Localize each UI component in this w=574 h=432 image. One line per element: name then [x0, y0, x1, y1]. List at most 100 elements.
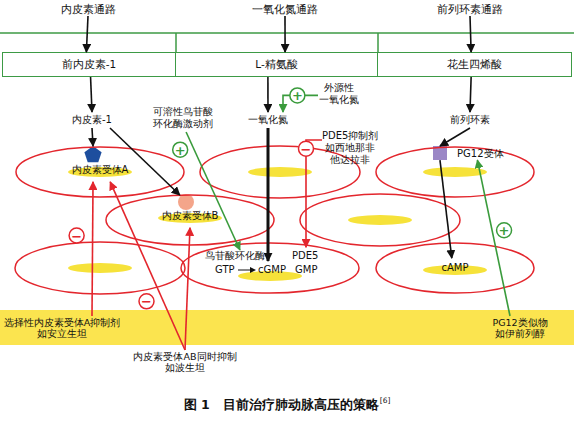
- text-node: 选择性内皮素受体A抑制剂如安立生坦: [2, 316, 122, 340]
- pathway-cell: L-精氨酸: [176, 52, 378, 77]
- green-divider: [377, 33, 379, 52]
- node-text: 内皮素受体B: [105, 210, 275, 222]
- reaction-arrow: [238, 270, 251, 271]
- effect-sign: −: [139, 294, 154, 310]
- pathway-cell: 花生四烯酸: [378, 52, 572, 77]
- node-text: 可溶性鸟苷酸 环化酶激动剂: [152, 106, 214, 130]
- node-text: PG12受体: [457, 148, 504, 160]
- reaction-arrowhead: [250, 267, 256, 273]
- sign-circle: [69, 228, 84, 243]
- edge-group: [86, 16, 510, 350]
- node-text: 内皮素受体A: [15, 164, 185, 176]
- text-node: PG12类似物如伊前列醇: [470, 316, 570, 340]
- cell-membrane: [181, 243, 359, 293]
- yellow-bar: [348, 215, 412, 225]
- receptor-pentagon: [84, 146, 101, 162]
- ellipse-outline: [375, 146, 535, 198]
- effect-sign: +: [173, 142, 188, 158]
- connector-arrow: [267, 77, 269, 112]
- text-node: 外源性 一氧化氮: [318, 80, 360, 108]
- node-text: 如伊前列醇: [470, 328, 570, 339]
- node-text: PG12类似物: [470, 317, 570, 328]
- green-divider: [175, 33, 177, 52]
- receptor-circle: [178, 194, 194, 210]
- node-text: cGMP: [258, 264, 286, 276]
- connector-arrow: [440, 160, 452, 258]
- cell-ellipse: PG12受体: [375, 146, 535, 198]
- node-text: 花生四烯酸: [378, 58, 571, 71]
- text-node: 一氧化氮通路: [245, 2, 325, 16]
- connector-arrow: [110, 128, 180, 195]
- node-text: 选择性内皮素受体A抑制剂: [2, 317, 122, 328]
- effect-sign: +: [497, 223, 512, 239]
- sign-text: −: [141, 294, 152, 309]
- node-text: cAMP: [375, 262, 535, 274]
- node-text: 如波生坦: [125, 362, 245, 373]
- text-node: PDE5抑制剂如西地那非 他达拉非: [322, 128, 378, 168]
- sign-circle: [139, 294, 154, 309]
- yellow-bar: [423, 167, 487, 177]
- sign-circle: [497, 223, 512, 238]
- node-text: 一氧化氮通路: [245, 3, 325, 16]
- connector-arrow: [470, 77, 471, 112]
- cell-ellipse: 内皮素受体A: [15, 146, 185, 198]
- node-text: PDE5: [292, 250, 318, 262]
- connector-arrow: [283, 95, 318, 112]
- connector-arrow: [92, 128, 93, 146]
- connector-arrow: [440, 128, 470, 146]
- text-node: 一氧化氮: [238, 112, 298, 128]
- cell-ellipse: 内皮素受体B: [105, 194, 275, 246]
- connector-arrow: [91, 77, 92, 112]
- connector-arrow: [92, 182, 93, 316]
- sign-text: −: [71, 229, 82, 244]
- cell-ellipse: [300, 194, 460, 246]
- text-node: 前列环素通路: [430, 2, 510, 16]
- connector-arrow: [477, 160, 510, 316]
- node-text: 前列环素: [440, 114, 500, 126]
- node-text: GMP: [295, 264, 317, 276]
- effect-sign: −: [299, 141, 314, 157]
- cell-membrane: [16, 147, 184, 197]
- connector-arrow: [110, 182, 185, 350]
- caption-line: 图 1 目前治疗肺动脉高压的策略[6]: [0, 394, 574, 414]
- node-text: 内皮素受体AB同时抑制: [125, 351, 245, 362]
- yellow-bar: [248, 167, 312, 177]
- node-text: 内皮素通路: [48, 3, 128, 16]
- sign-text: +: [175, 143, 186, 158]
- text-node: 内皮素受体AB同时抑制如波生坦: [125, 350, 245, 374]
- cell-membrane: [106, 195, 274, 245]
- node-text: GTP: [215, 264, 235, 276]
- cell-membrane: [376, 243, 534, 293]
- sign-circle: [299, 141, 314, 156]
- pathway-cell: 前内皮素-1: [2, 52, 176, 77]
- connector-arrow: [185, 228, 190, 350]
- connector-arrow: [267, 128, 270, 261]
- node-text: 如安立生坦: [2, 328, 122, 339]
- green-line: [0, 32, 574, 34]
- node-text: 一氧化氮: [238, 114, 298, 126]
- sign-text: +: [292, 88, 303, 103]
- connector-arrow: [186, 132, 240, 250]
- text-node: 可溶性鸟苷酸 环化酶激动剂: [152, 104, 214, 132]
- yellow-band: [0, 310, 574, 345]
- node-text: 如西地那非 他达拉非: [322, 142, 378, 166]
- node-text: 内皮素-1: [62, 114, 122, 126]
- figure-caption: 图 1 目前治疗肺动脉高压的策略: [184, 397, 379, 412]
- sign-text: +: [499, 223, 510, 238]
- cell-ellipse: 鸟苷酸环化酶PDE5GTPcGMPGMP: [180, 242, 360, 294]
- cell-ellipse: [200, 146, 360, 198]
- sign-circle: [173, 142, 188, 157]
- node-text: 外源性 一氧化氮: [318, 82, 360, 106]
- text-node: 内皮素通路: [48, 2, 128, 16]
- cell-ellipse: cAMP: [375, 242, 535, 294]
- connector-arrow: [470, 16, 471, 52]
- cell-ellipse: [15, 242, 185, 294]
- effect-sign: +: [290, 88, 305, 104]
- citation-mark: [6]: [380, 396, 391, 405]
- node-text: 前列环素通路: [430, 3, 510, 16]
- node-text: 前内皮素-1: [3, 58, 175, 71]
- connector-arrow: [86, 16, 88, 52]
- yellow-bar: [68, 263, 132, 273]
- sign-circle: [290, 88, 305, 103]
